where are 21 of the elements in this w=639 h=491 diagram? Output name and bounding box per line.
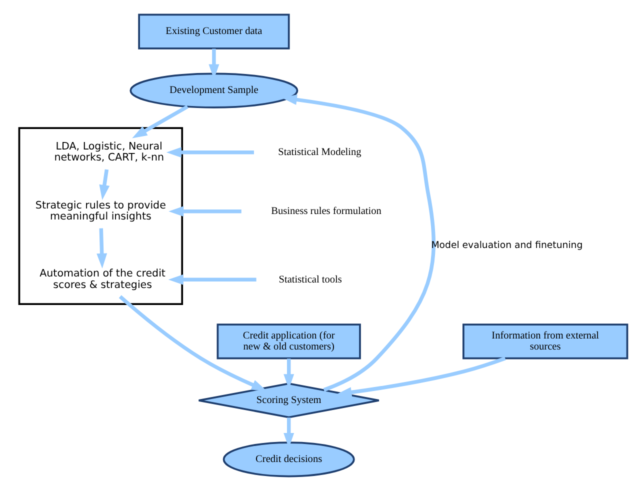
node-diamond: Scoring System xyxy=(198,382,380,418)
arrow xyxy=(168,274,256,285)
arrow xyxy=(336,356,506,398)
node-ellipse: Credit decisions xyxy=(222,442,355,478)
node-box: Information from external sources xyxy=(462,324,628,360)
arrow xyxy=(282,94,436,392)
node-box: Existing Customer data xyxy=(138,14,290,50)
node-box: Credit application (for new & old customers) xyxy=(216,324,361,360)
node-text: Strategic rules to provide meaningful insights xyxy=(35,199,166,223)
arrow xyxy=(118,295,267,391)
arrow xyxy=(132,105,188,138)
arrow xyxy=(168,206,242,217)
arrow xyxy=(99,169,110,200)
node-text: Statistical tools xyxy=(278,274,342,286)
edge-label: Model evaluation and finetuning xyxy=(431,240,583,251)
node-text: Business rules formulation xyxy=(271,206,382,217)
arrow xyxy=(96,228,108,268)
node-text: Automation of the credit scores & strategies xyxy=(40,268,166,291)
node-text: Statistical Modeling xyxy=(278,146,362,158)
node-text: LDA, Logistic, Neural networks, CART, k-nn xyxy=(54,140,164,164)
arrow xyxy=(166,147,254,158)
